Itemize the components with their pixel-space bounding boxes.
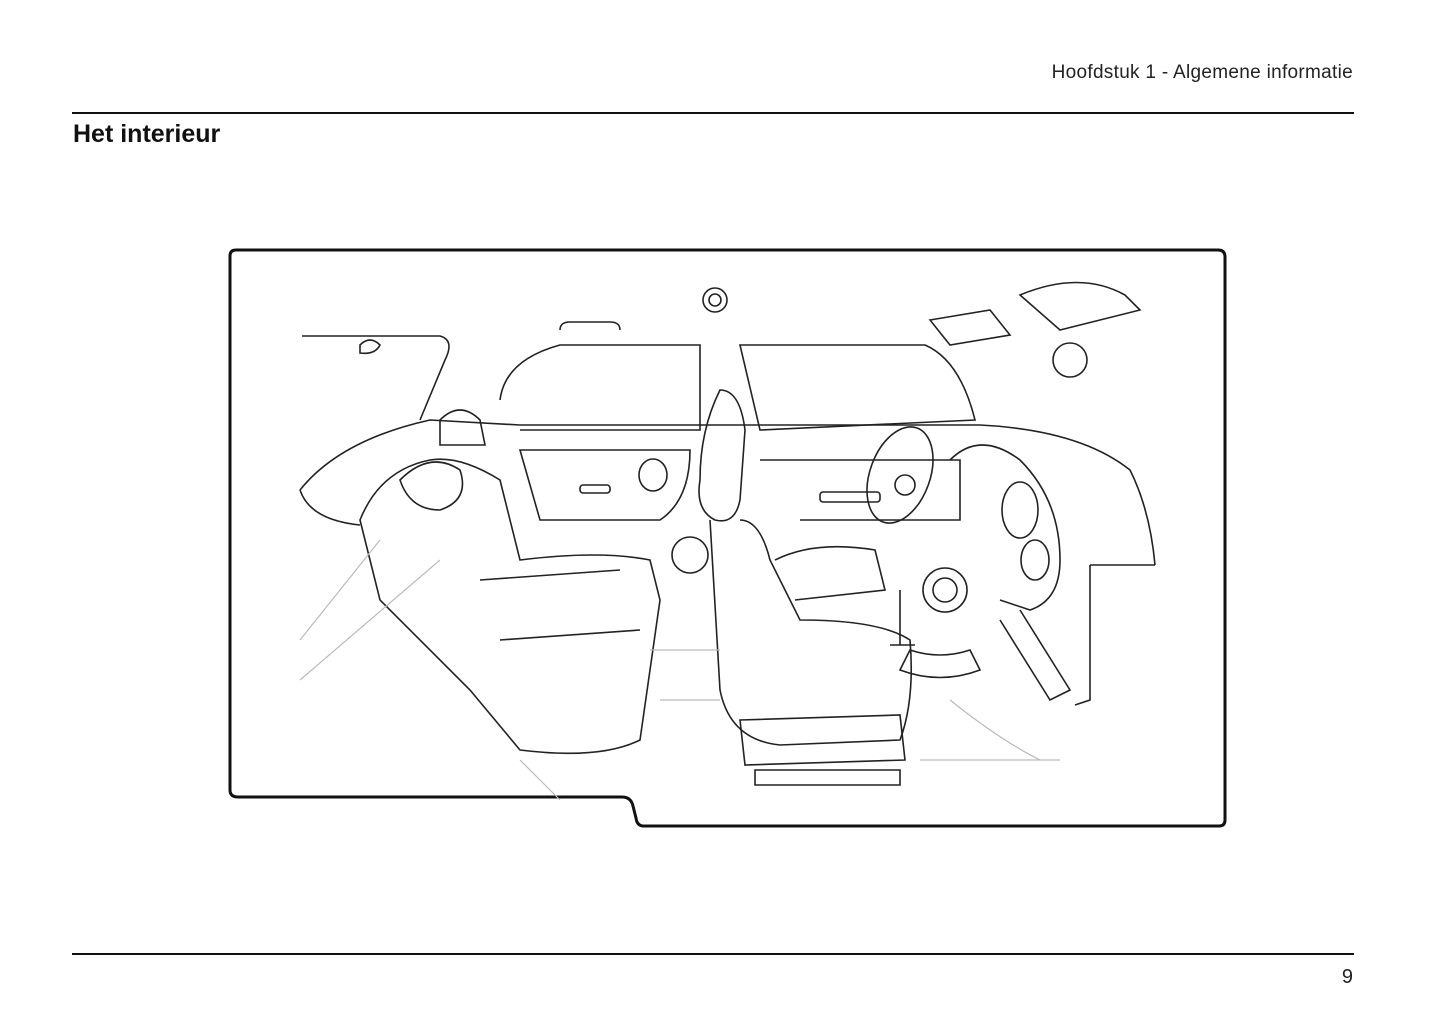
faint-floor-lines <box>299 539 1060 801</box>
footer-rule <box>72 953 1354 955</box>
section-title: Het interieur <box>73 120 221 148</box>
running-head: Hoofdstuk 1 - Algemene informatie <box>1051 62 1353 83</box>
page-number: 9 <box>1341 966 1353 988</box>
header-rule <box>72 112 1354 114</box>
figure-frame <box>228 248 1227 828</box>
interior-line-art <box>299 281 1156 786</box>
